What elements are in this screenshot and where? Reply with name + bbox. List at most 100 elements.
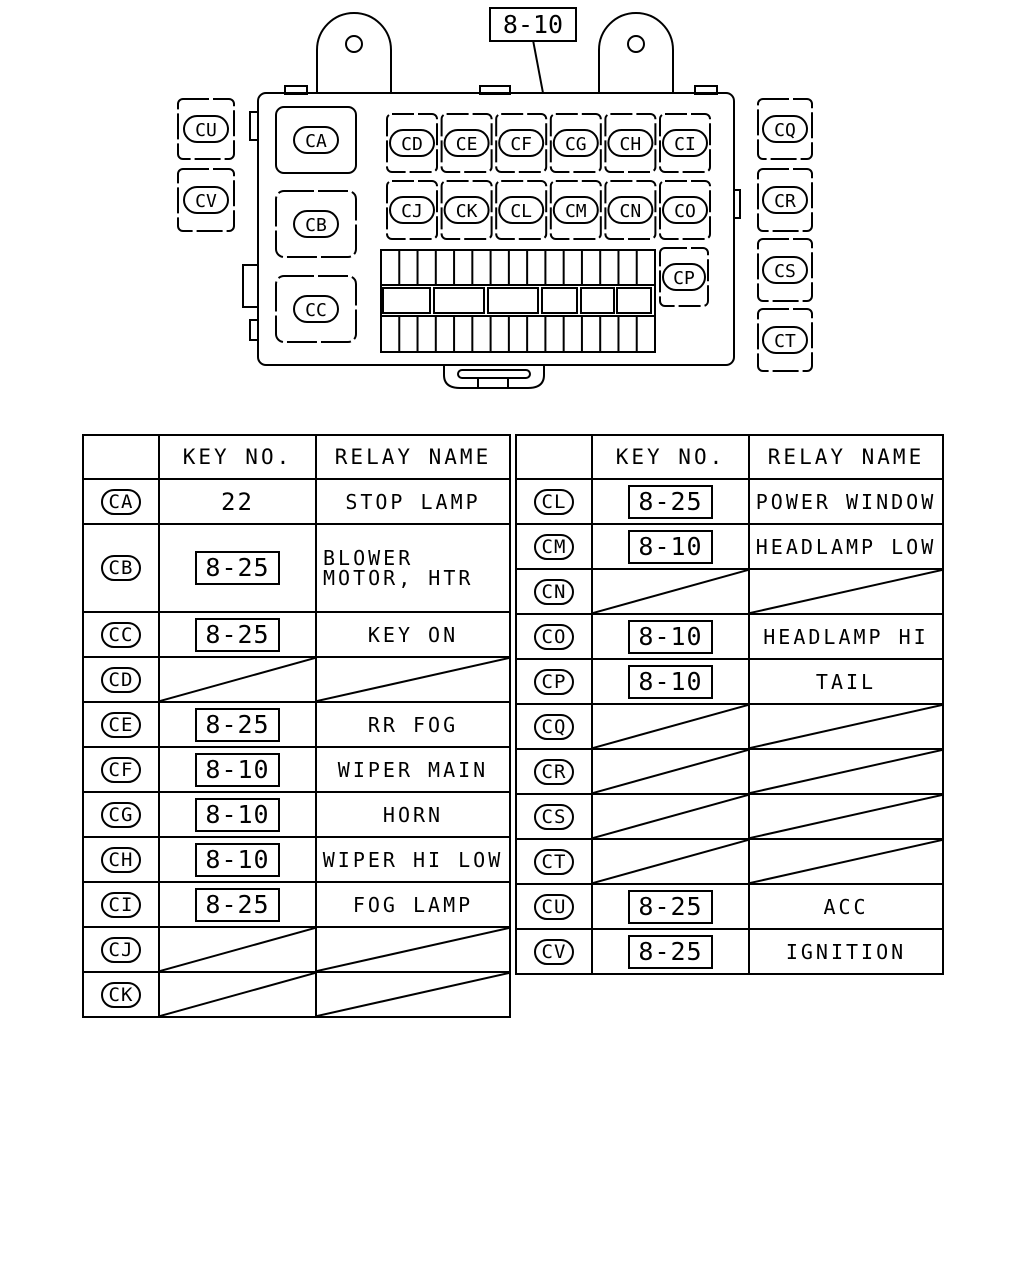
table-row: CV 8-25 IGNITION xyxy=(515,928,944,975)
key-no-cell: 8-10 xyxy=(158,791,317,838)
key-no-value: 8-25 xyxy=(628,934,713,969)
key-no-value: 8-10 xyxy=(628,529,713,564)
table-row: CS xyxy=(515,793,944,840)
svg-text:CO: CO xyxy=(674,201,696,222)
relay-name-value: BLOWER MOTOR, HTR xyxy=(323,546,474,590)
relay-name-cell xyxy=(748,838,944,885)
relay-name-cell: STOP LAMP xyxy=(315,478,511,525)
empty-cell-slash xyxy=(317,973,509,1016)
svg-text:CF: CF xyxy=(510,134,532,155)
relay-CN: CN xyxy=(604,180,657,240)
relay-name-cell: IGNITION xyxy=(748,928,944,975)
svg-text:CQ: CQ xyxy=(774,120,796,141)
table-row: CK xyxy=(82,971,511,1018)
relay-id-cell: CM xyxy=(515,523,593,570)
key-no-cell xyxy=(158,926,317,973)
empty-cell-slash xyxy=(317,658,509,701)
svg-text:CH: CH xyxy=(620,134,642,155)
relay-name-cell: BLOWER MOTOR, HTR xyxy=(315,523,511,613)
relay-id-badge: CH xyxy=(100,846,142,873)
relay-CM: CM xyxy=(549,180,602,240)
svg-text:CB: CB xyxy=(305,215,327,236)
relay-CE: CE xyxy=(440,113,493,173)
relay-id-badge: CF xyxy=(100,756,142,783)
svg-text:CK: CK xyxy=(456,201,478,222)
key-no-value: 8-25 xyxy=(195,617,280,652)
svg-text:CD: CD xyxy=(401,134,423,155)
key-no-cell: 8-10 xyxy=(158,836,317,883)
empty-cell-slash xyxy=(160,973,315,1016)
key-no-cell: 8-10 xyxy=(591,523,750,570)
key-no-cell: 8-25 xyxy=(591,478,750,525)
key-no-cell: 8-25 xyxy=(158,611,317,658)
relay-id-cell: CU xyxy=(515,883,593,930)
relay-id-cell: CO xyxy=(515,613,593,660)
relay-name-value: KEY ON xyxy=(367,622,459,647)
header-id xyxy=(515,434,593,480)
relay-name-cell: HEADLAMP HI xyxy=(748,613,944,660)
header-id xyxy=(82,434,160,480)
relay-id-cell: CR xyxy=(515,748,593,795)
empty-cell-slash xyxy=(750,705,942,748)
empty-cell-slash xyxy=(593,705,748,748)
relay-name-cell: HORN xyxy=(315,791,511,838)
key-no-cell: 8-25 xyxy=(158,523,317,613)
table-row: CD xyxy=(82,656,511,703)
relay-id-badge: CU xyxy=(533,893,575,920)
relay-name-value: HEADLAMP LOW xyxy=(755,534,937,559)
relay-name-cell: RR FOG xyxy=(315,701,511,748)
mounting-hole-left xyxy=(345,35,363,53)
mounting-hole-right xyxy=(627,35,645,53)
key-no-value: 8-10 xyxy=(195,752,280,787)
relay-id-badge: CT xyxy=(533,848,575,875)
relay-name-cell: KEY ON xyxy=(315,611,511,658)
svg-text:CC: CC xyxy=(305,300,327,321)
relay-box-body xyxy=(257,92,735,366)
relay-name-cell: ACC xyxy=(748,883,944,930)
relay-name-value: HORN xyxy=(382,802,444,827)
key-no-cell xyxy=(591,703,750,750)
svg-text:CA: CA xyxy=(305,131,327,152)
table-header-row: KEY NO. RELAY NAME xyxy=(515,434,944,480)
table-row: CJ xyxy=(82,926,511,973)
relay-name-cell xyxy=(315,971,511,1018)
svg-text:CT: CT xyxy=(774,331,796,352)
relay-id-badge: CQ xyxy=(533,713,575,740)
key-no-cell xyxy=(591,568,750,615)
relay-name-cell xyxy=(315,926,511,973)
relay-name-cell: POWER WINDOW xyxy=(748,478,944,525)
key-no-value: 8-10 xyxy=(628,664,713,699)
key-no-cell: 8-10 xyxy=(158,746,317,793)
key-no-cell: 8-10 xyxy=(591,613,750,660)
relay-id-badge: CG xyxy=(100,801,142,828)
relay-CI: CI xyxy=(659,113,711,173)
table-row: CF 8-10 WIPER MAIN xyxy=(82,746,511,793)
empty-cell-slash xyxy=(160,928,315,971)
relay-CP: CP xyxy=(659,247,709,307)
relay-name-value: STOP LAMP xyxy=(345,489,481,514)
relay-name-value: POWER WINDOW xyxy=(755,489,937,514)
key-no-cell: 8-25 xyxy=(158,881,317,928)
relay-id-badge: CV xyxy=(533,938,575,965)
svg-text:CG: CG xyxy=(565,134,587,155)
table-row: CT xyxy=(515,838,944,885)
relay-id-cell: CV xyxy=(515,928,593,975)
empty-cell-slash xyxy=(750,840,942,883)
relay-id-badge: CD xyxy=(100,666,142,693)
table-row: CN xyxy=(515,568,944,615)
relay-name-value: WIPER MAIN xyxy=(337,757,489,782)
key-no-cell: 8-25 xyxy=(591,883,750,930)
relay-id-badge: CN xyxy=(533,578,575,605)
relay-id-badge: CL xyxy=(533,488,575,515)
relay-id-badge: CE xyxy=(100,711,142,738)
relay-CG: CG xyxy=(549,113,602,173)
svg-text:CM: CM xyxy=(565,201,587,222)
relay-CC: CC xyxy=(275,275,357,343)
key-no-value: 8-25 xyxy=(195,707,280,742)
relay-name-cell xyxy=(748,748,944,795)
relay-name-cell: WIPER HI LOW xyxy=(315,836,511,883)
key-no-cell xyxy=(591,748,750,795)
